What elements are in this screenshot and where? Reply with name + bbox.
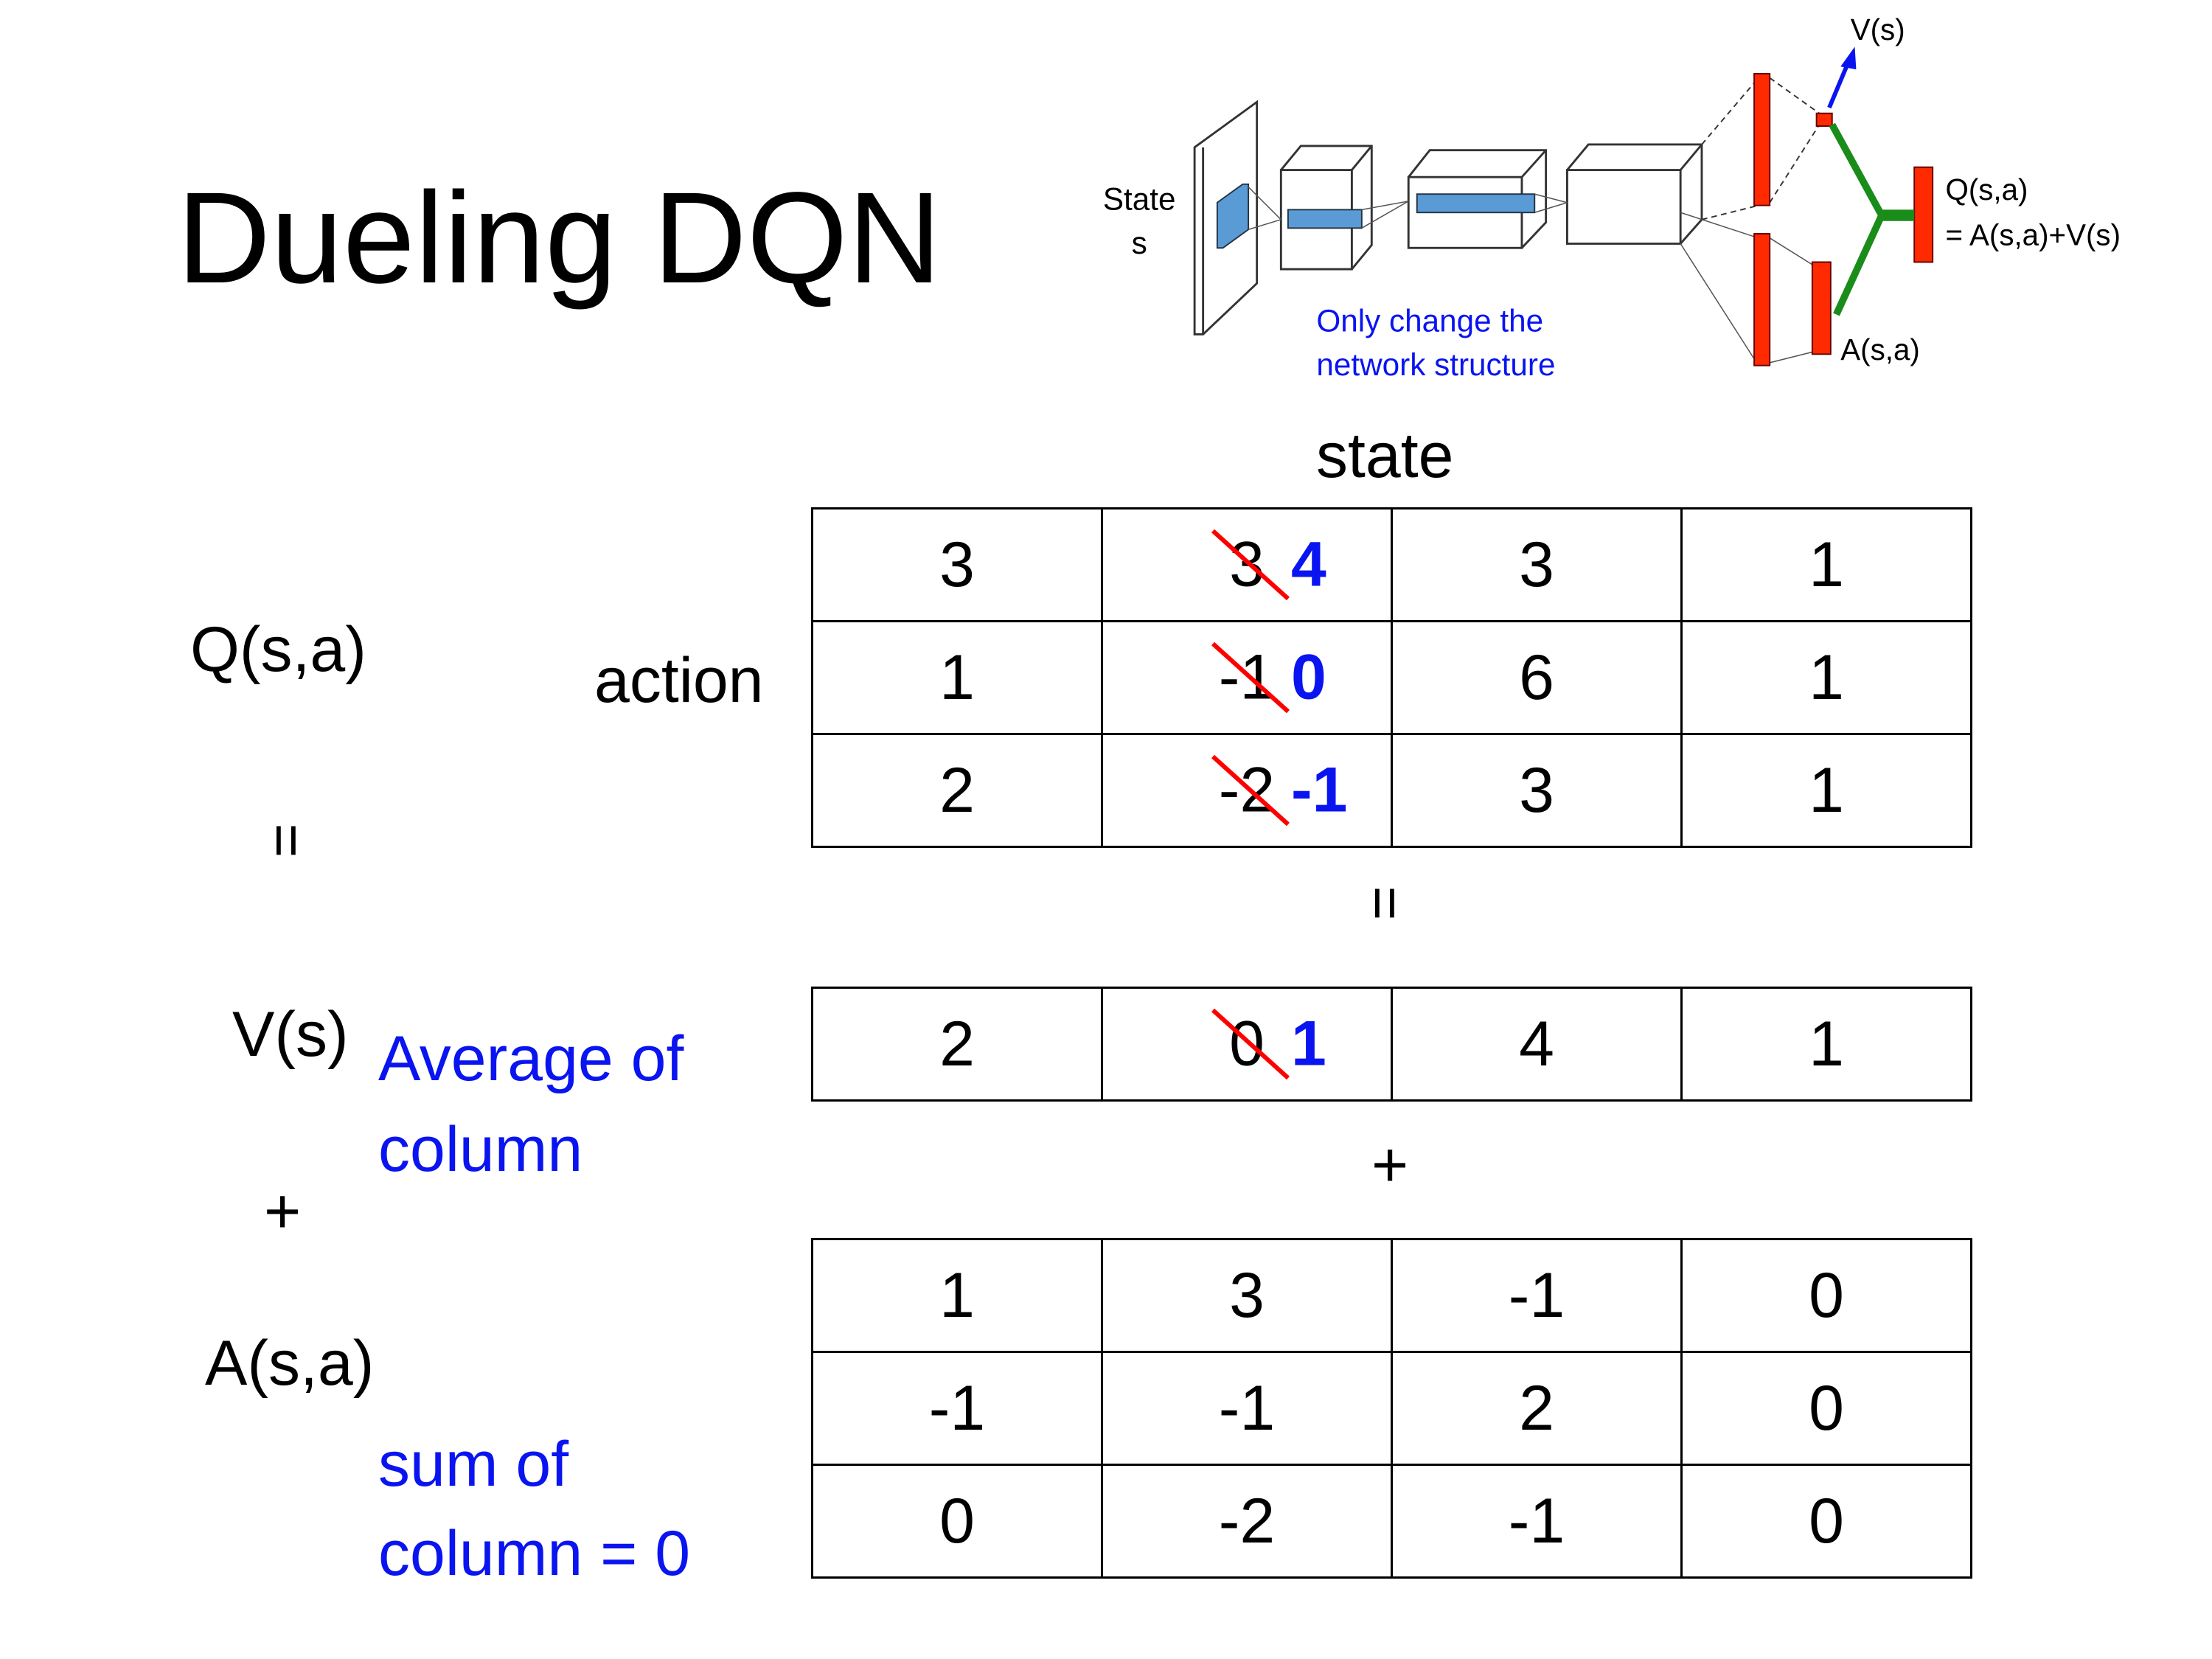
- value-stream-dashed-lines: [1701, 77, 1820, 220]
- table-cell: 34: [1101, 507, 1393, 622]
- strike-through-mark: [1211, 641, 1290, 714]
- corrected-value: 4: [1291, 529, 1326, 600]
- connection-lines: [1248, 187, 1816, 366]
- table-cell: 1: [1680, 987, 1972, 1102]
- v-note-line1: Average of: [378, 1023, 684, 1094]
- v-note-line2: column: [378, 1114, 583, 1185]
- table-cell: -2: [1101, 1464, 1393, 1579]
- slide-title: Dueling DQN: [177, 166, 942, 310]
- table-cell: 6: [1391, 620, 1683, 735]
- q-output-layer: [1913, 166, 1934, 263]
- table-cell: 0: [1680, 1464, 1972, 1579]
- value-output-node: [1815, 112, 1833, 127]
- state-s-label: s: [1132, 226, 1147, 260]
- state-axis-label: state: [1316, 420, 1454, 491]
- state-label: State: [1103, 181, 1176, 216]
- table-cell: 0: [1680, 1351, 1972, 1466]
- equals-sign-middle: =: [1352, 886, 1419, 921]
- strike-through-mark: [1211, 529, 1290, 601]
- a-note-line1: sum of: [378, 1429, 569, 1500]
- plus-sign-middle: +: [1371, 1130, 1409, 1200]
- conv-layer-3: [1566, 143, 1703, 245]
- merge-lines: [1829, 122, 1915, 316]
- value-arrow-icon: [1827, 46, 1857, 109]
- v-label: V(s): [232, 999, 349, 1070]
- a-output-label: A(s,a): [1840, 333, 1920, 366]
- table-row: 20141: [811, 987, 1972, 1102]
- table-cell: 3: [1101, 1238, 1393, 1353]
- v-table: 20141: [811, 987, 1972, 1102]
- table-cell: 0: [811, 1464, 1103, 1579]
- table-cell: 1: [811, 620, 1103, 735]
- advantage-hidden-layer: [1753, 233, 1771, 366]
- table-row: 33431: [811, 507, 1972, 622]
- strike-through-mark: [1211, 1008, 1290, 1080]
- table-cell: 01: [1101, 987, 1393, 1102]
- conv-feature-2: [1416, 193, 1536, 214]
- corrected-value: -1: [1291, 754, 1348, 826]
- conv-feature-1: [1287, 209, 1363, 229]
- q-label: Q(s,a): [190, 614, 366, 685]
- advantage-output-layer: [1811, 261, 1832, 355]
- table-cell: -1: [811, 1351, 1103, 1466]
- a-note-line2: column = 0: [378, 1518, 691, 1589]
- table-cell: -2-1: [1101, 733, 1393, 848]
- table-cell: -1: [1391, 1238, 1683, 1353]
- table-cell: -10: [1101, 620, 1393, 735]
- equals-sign-left: =: [254, 823, 320, 858]
- table-cell: 3: [811, 507, 1103, 622]
- table-cell: 3: [1391, 733, 1683, 848]
- strike-through-mark: [1211, 754, 1290, 827]
- table-cell: 2: [1391, 1351, 1683, 1466]
- table-cell: 4: [1391, 987, 1683, 1102]
- corrected-value: 1: [1291, 1008, 1326, 1079]
- diagram-note-line2: network structure: [1316, 347, 1555, 382]
- table-cell: 2: [811, 987, 1103, 1102]
- table-cell: 3: [1391, 507, 1683, 622]
- action-axis-label: action: [594, 645, 764, 716]
- table-cell: 1: [1680, 507, 1972, 622]
- dueling-network-diagram: State s V(s) Q(s,a): [1103, 13, 2121, 382]
- corrected-value: 0: [1291, 641, 1326, 713]
- table-cell: 2: [811, 733, 1103, 848]
- a-label: A(s,a): [205, 1328, 375, 1399]
- conv-layer-1: [1279, 145, 1373, 271]
- table-row: 2-2-131: [811, 733, 1972, 848]
- table-cell: -1: [1391, 1464, 1683, 1579]
- table-cell: 1: [1680, 620, 1972, 735]
- value-hidden-layer: [1753, 72, 1771, 206]
- diagram-note-line1: Only change the: [1316, 304, 1543, 338]
- q-formula-label: = A(s,a)+V(s): [1945, 218, 2121, 251]
- table-cell: 0: [1680, 1238, 1972, 1353]
- plus-sign-left: +: [264, 1176, 302, 1247]
- v-output-label: V(s): [1851, 13, 1905, 46]
- table-cell: 1: [811, 1238, 1103, 1353]
- table-cell: 1: [1680, 733, 1972, 848]
- table-cell: -1: [1101, 1351, 1393, 1466]
- q-output-label: Q(s,a): [1945, 173, 2028, 206]
